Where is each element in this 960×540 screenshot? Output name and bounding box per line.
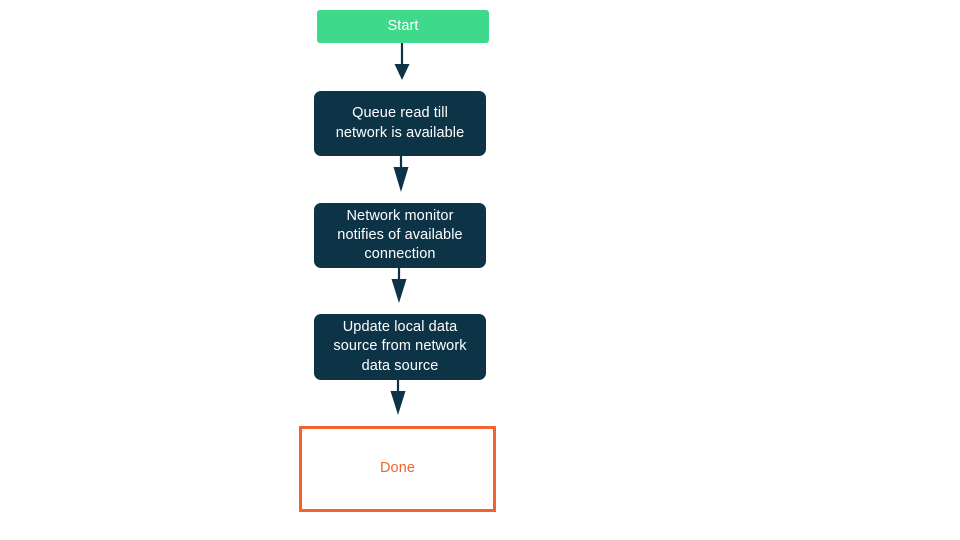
node-start[interactable]: Start bbox=[317, 10, 489, 43]
node-network-monitor[interactable]: Network monitor notifies of available co… bbox=[314, 203, 486, 268]
edge-start-to-queue-read bbox=[394, 43, 410, 80]
node-queue-read[interactable]: Queue read till network is available bbox=[314, 91, 486, 156]
edge-network-monitor-to-update-local bbox=[391, 268, 407, 303]
node-update-local[interactable]: Update local data source from network da… bbox=[314, 314, 486, 380]
edge-update-local-to-done bbox=[390, 380, 406, 415]
edge-queue-read-to-network-monitor bbox=[393, 156, 409, 192]
node-done[interactable]: Done bbox=[299, 426, 496, 512]
